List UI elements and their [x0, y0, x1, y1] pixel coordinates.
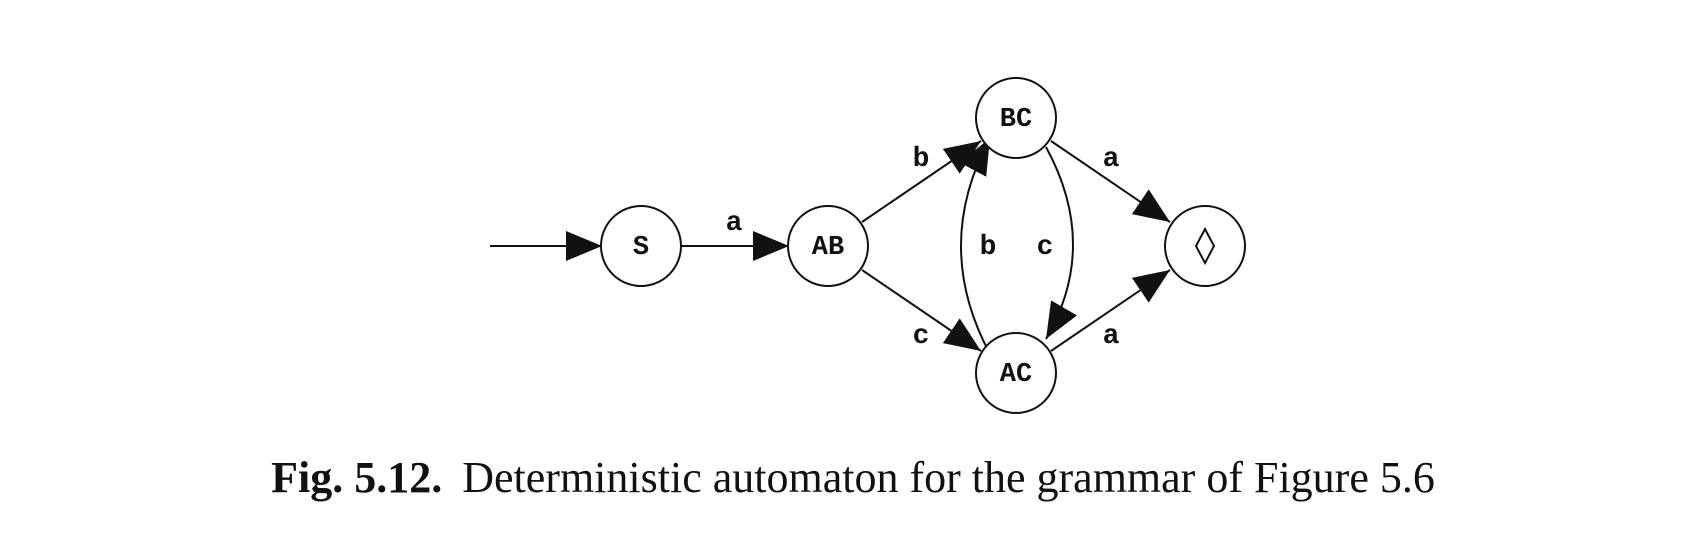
state-label-bc: BC — [1000, 105, 1032, 135]
edge-label-ac-bc: b — [980, 232, 997, 263]
figure-caption: Fig. 5.12. Deterministic automaton for th… — [0, 452, 1706, 503]
edge-label-s-ab: a — [726, 208, 743, 239]
diamond-icon — [1194, 226, 1216, 266]
state-final — [1164, 205, 1246, 287]
edge-bc-final — [1050, 140, 1171, 223]
state-s: S — [600, 205, 682, 287]
edge-ab-ac — [861, 269, 982, 352]
edge-bc-ac — [1045, 146, 1078, 340]
edge-label-ab-ac: c — [913, 321, 930, 352]
caption-text: Deterministic automaton for the grammar … — [462, 453, 1435, 502]
state-label-ac: AC — [1000, 360, 1032, 390]
edge-label-ab-bc: b — [913, 144, 930, 175]
state-label-ab: AB — [812, 233, 844, 263]
edge-label-ac-final: a — [1103, 321, 1120, 352]
edge-label-bc-ac: c — [1037, 232, 1054, 263]
edge-ac-bc — [959, 137, 991, 355]
state-ac: AC — [975, 332, 1057, 414]
state-ab: AB — [787, 205, 869, 287]
state-bc: BC — [975, 77, 1057, 159]
caption-number: Fig. 5.12. — [271, 453, 443, 502]
edge-label-bc-final: a — [1103, 144, 1120, 175]
state-label-s: S — [633, 233, 649, 263]
